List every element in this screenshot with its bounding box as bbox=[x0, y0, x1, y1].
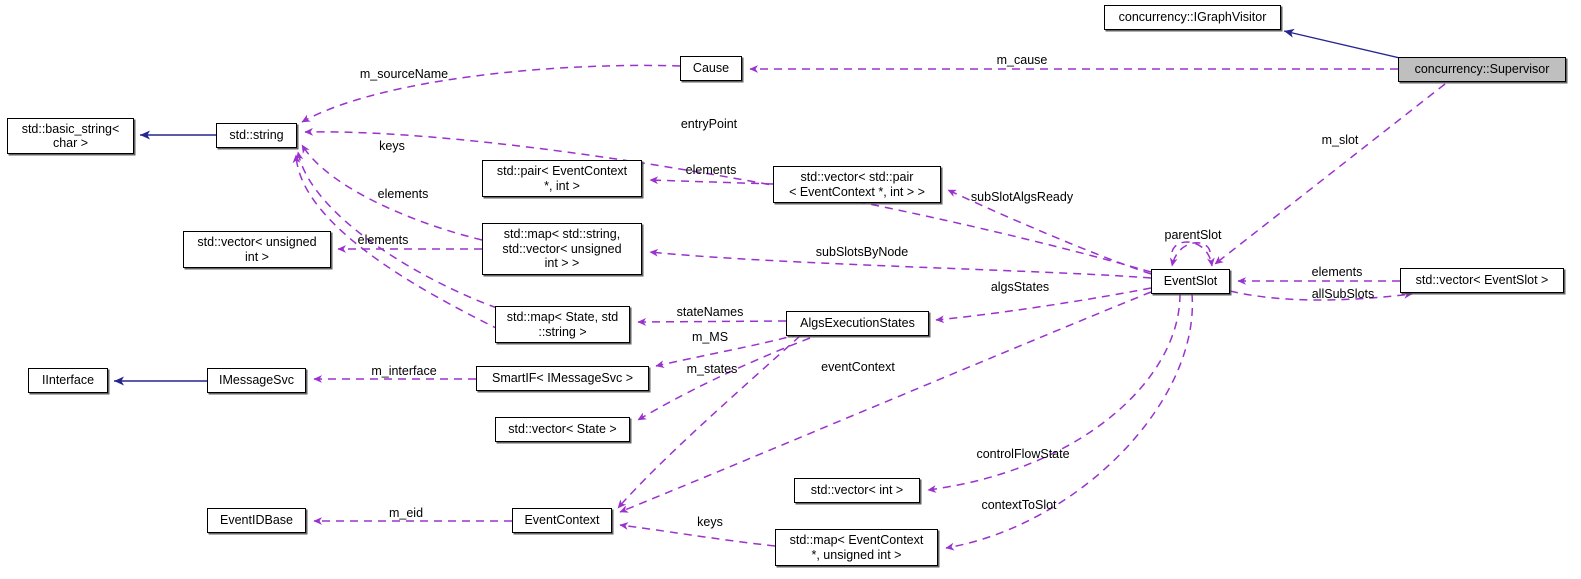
edge-mapstatestr-elements bbox=[295, 151, 498, 309]
class-node-vector_pair[interactable]: std::vector< std::pair < EventContext *,… bbox=[773, 166, 941, 203]
class-node-string[interactable]: std::string bbox=[216, 123, 297, 148]
edge-label-keys_string: keys bbox=[379, 139, 405, 153]
class-node-map_ec_uint[interactable]: std::map< EventContext *, unsigned int > bbox=[775, 529, 938, 566]
class-node-map_str_vec[interactable]: std::map< std::string, std::vector< unsi… bbox=[482, 223, 642, 275]
edge-algsexec-m_states bbox=[637, 337, 811, 421]
edge-label-stateNames: stateNames bbox=[676, 305, 744, 319]
class-node-supervisor[interactable]: concurrency::Supervisor bbox=[1398, 57, 1566, 82]
edge-label-subSlotAlgsReady: subSlotAlgsReady bbox=[970, 190, 1074, 204]
usage-edges bbox=[292, 64, 1446, 551]
class-node-vector_eventslot[interactable]: std::vector< EventSlot > bbox=[1400, 268, 1564, 293]
class-node-eventidbase[interactable]: EventIDBase bbox=[207, 508, 306, 533]
edge-label-controlFlowState: controlFlowState bbox=[976, 447, 1070, 461]
edge-label-parentSlot: parentSlot bbox=[1164, 228, 1222, 242]
class-node-algsexecstates[interactable]: AlgsExecutionStates bbox=[786, 311, 929, 336]
edge-label-contextToSlot: contextToSlot bbox=[981, 498, 1057, 512]
class-node-map_state_str[interactable]: std::map< State, std ::string > bbox=[495, 306, 630, 343]
class-node-igraphvisitor[interactable]: concurrency::IGraphVisitor bbox=[1104, 5, 1281, 30]
inheritance-edges bbox=[114, 28, 1401, 386]
class-node-eventslot[interactable]: EventSlot bbox=[1151, 269, 1230, 294]
class-node-smartif[interactable]: SmartIF< IMessageSvc > bbox=[476, 366, 649, 391]
class-node-imessagesvc[interactable]: IMessageSvc bbox=[207, 368, 306, 393]
edge-label-eventContext: eventContext bbox=[821, 360, 895, 374]
edge-eventslot-parentSlot-left bbox=[1169, 242, 1211, 267]
class-node-vector_int[interactable]: std::vector< int > bbox=[794, 478, 920, 503]
edge-algsexec-stateNames bbox=[637, 318, 787, 326]
edge-label-m_sourceName: m_sourceName bbox=[359, 67, 449, 81]
class-node-vector_uint[interactable]: std::vector< unsigned int > bbox=[183, 231, 331, 268]
class-node-eventcontext[interactable]: EventContext bbox=[512, 508, 612, 533]
edge-label-keys_eventcontext: keys bbox=[697, 515, 723, 529]
edge-label-allSubSlots: allSubSlots bbox=[1311, 287, 1375, 301]
edge-supervisor-m_slot bbox=[1214, 83, 1446, 265]
class-node-iinterface[interactable]: IInterface bbox=[28, 368, 108, 393]
edge-eventslot-parentSlot-right bbox=[1171, 241, 1215, 267]
class-node-cause[interactable]: Cause bbox=[680, 56, 742, 81]
edge-label-elements_eventslot: elements bbox=[1311, 265, 1363, 279]
edge-cause-m_sourceName bbox=[301, 64, 681, 123]
class-node-vector_state[interactable]: std::vector< State > bbox=[495, 417, 630, 442]
edge-label-m_cause: m_cause bbox=[996, 53, 1048, 67]
edge-label-algsStates: algsStates bbox=[990, 280, 1050, 294]
edge-vectorpair-elements bbox=[649, 176, 774, 185]
edge-label-m_states: m_states bbox=[686, 362, 738, 376]
edge-label-m_eid: m_eid bbox=[388, 506, 424, 520]
edge-supervisor-to-igraphvisitor bbox=[1283, 28, 1401, 59]
edge-label-m_MS: m_MS bbox=[691, 330, 729, 344]
edge-label-m_slot: m_slot bbox=[1321, 133, 1359, 147]
edge-label-elements_string: elements bbox=[377, 187, 429, 201]
class-node-basic_string[interactable]: std::basic_string< char > bbox=[7, 118, 134, 154]
edge-label-elements_vecuint: elements bbox=[357, 233, 409, 247]
edge-label-subSlotsByNode: subSlotsByNode bbox=[815, 245, 909, 259]
edge-label-m_interface: m_interface bbox=[371, 364, 437, 378]
edge-label-entryPoint: entryPoint bbox=[680, 117, 738, 131]
class-node-pair_ec_int[interactable]: std::pair< EventContext *, int > bbox=[482, 160, 642, 197]
edge-label-elements_pair: elements bbox=[685, 163, 737, 177]
